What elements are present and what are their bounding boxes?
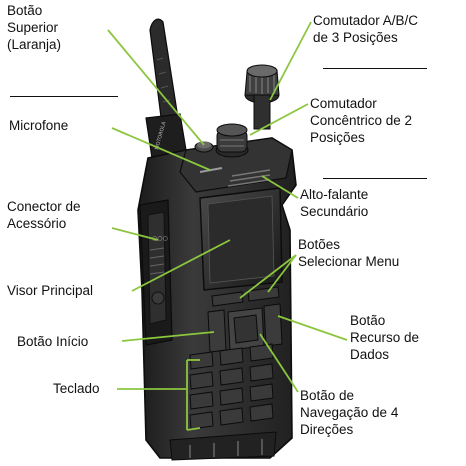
label-main-display: Visor Principal (7, 283, 94, 298)
label-microphone: Microfone (9, 118, 69, 133)
menu-select-buttons[interactable] (211, 286, 280, 307)
main-display (199, 187, 283, 291)
microphone-slot (199, 167, 223, 173)
label-accessory-connector: Conector de Acessório (7, 199, 81, 231)
top-orange-button[interactable] (194, 141, 214, 153)
data-feature-button[interactable] (263, 303, 283, 347)
leader-lines (107, 21, 348, 431)
label-concentric-switch: Comutador Concêntrico de 2 Posições (310, 96, 413, 145)
label-abc-switch: Comutador A/B/C de 3 Posições (313, 13, 419, 45)
leader-menu-b (267, 254, 297, 293)
leader-microphone (111, 127, 211, 171)
home-button[interactable] (207, 309, 227, 353)
antenna: MOTOROLA (145, 18, 187, 159)
leader-keypad-c (186, 427, 201, 431)
separator-left (10, 96, 118, 97)
leader-concentric (249, 103, 309, 136)
svg-text:○○○: ○○○ (152, 235, 168, 242)
leader-abc-switch (269, 21, 312, 101)
label-top-button: Botão Superior (Laranja) (7, 3, 62, 52)
leader-accessory (111, 227, 159, 241)
concentric-switch-knob[interactable] (215, 123, 249, 158)
label-keypad: Teclado (53, 381, 100, 396)
leader-data-button (277, 315, 348, 341)
label-secondary-speaker: Alto-falante Secundário (300, 187, 369, 219)
separator-right-top (323, 68, 427, 69)
leader-top-button (107, 29, 205, 146)
separator-right-mid (323, 178, 427, 179)
label-menu-select-buttons: Botões Selecionar Menu (298, 237, 400, 269)
leader-home-button (121, 331, 215, 342)
leader-speaker (261, 175, 299, 199)
keypad[interactable] (189, 343, 274, 430)
abc-switch-knob[interactable] (244, 64, 280, 130)
label-nav-button: Botão de Navegação de 4 Direções (300, 388, 399, 437)
label-home-button: Botão Início (17, 334, 89, 349)
leader-menu-a (239, 254, 297, 299)
nav-pad[interactable] (227, 307, 265, 351)
label-data-feature-button: Botão Recurso de Dados (350, 313, 420, 362)
radio-bottom (169, 431, 277, 461)
leader-nav-button (259, 333, 299, 393)
leader-main-display (131, 239, 231, 292)
